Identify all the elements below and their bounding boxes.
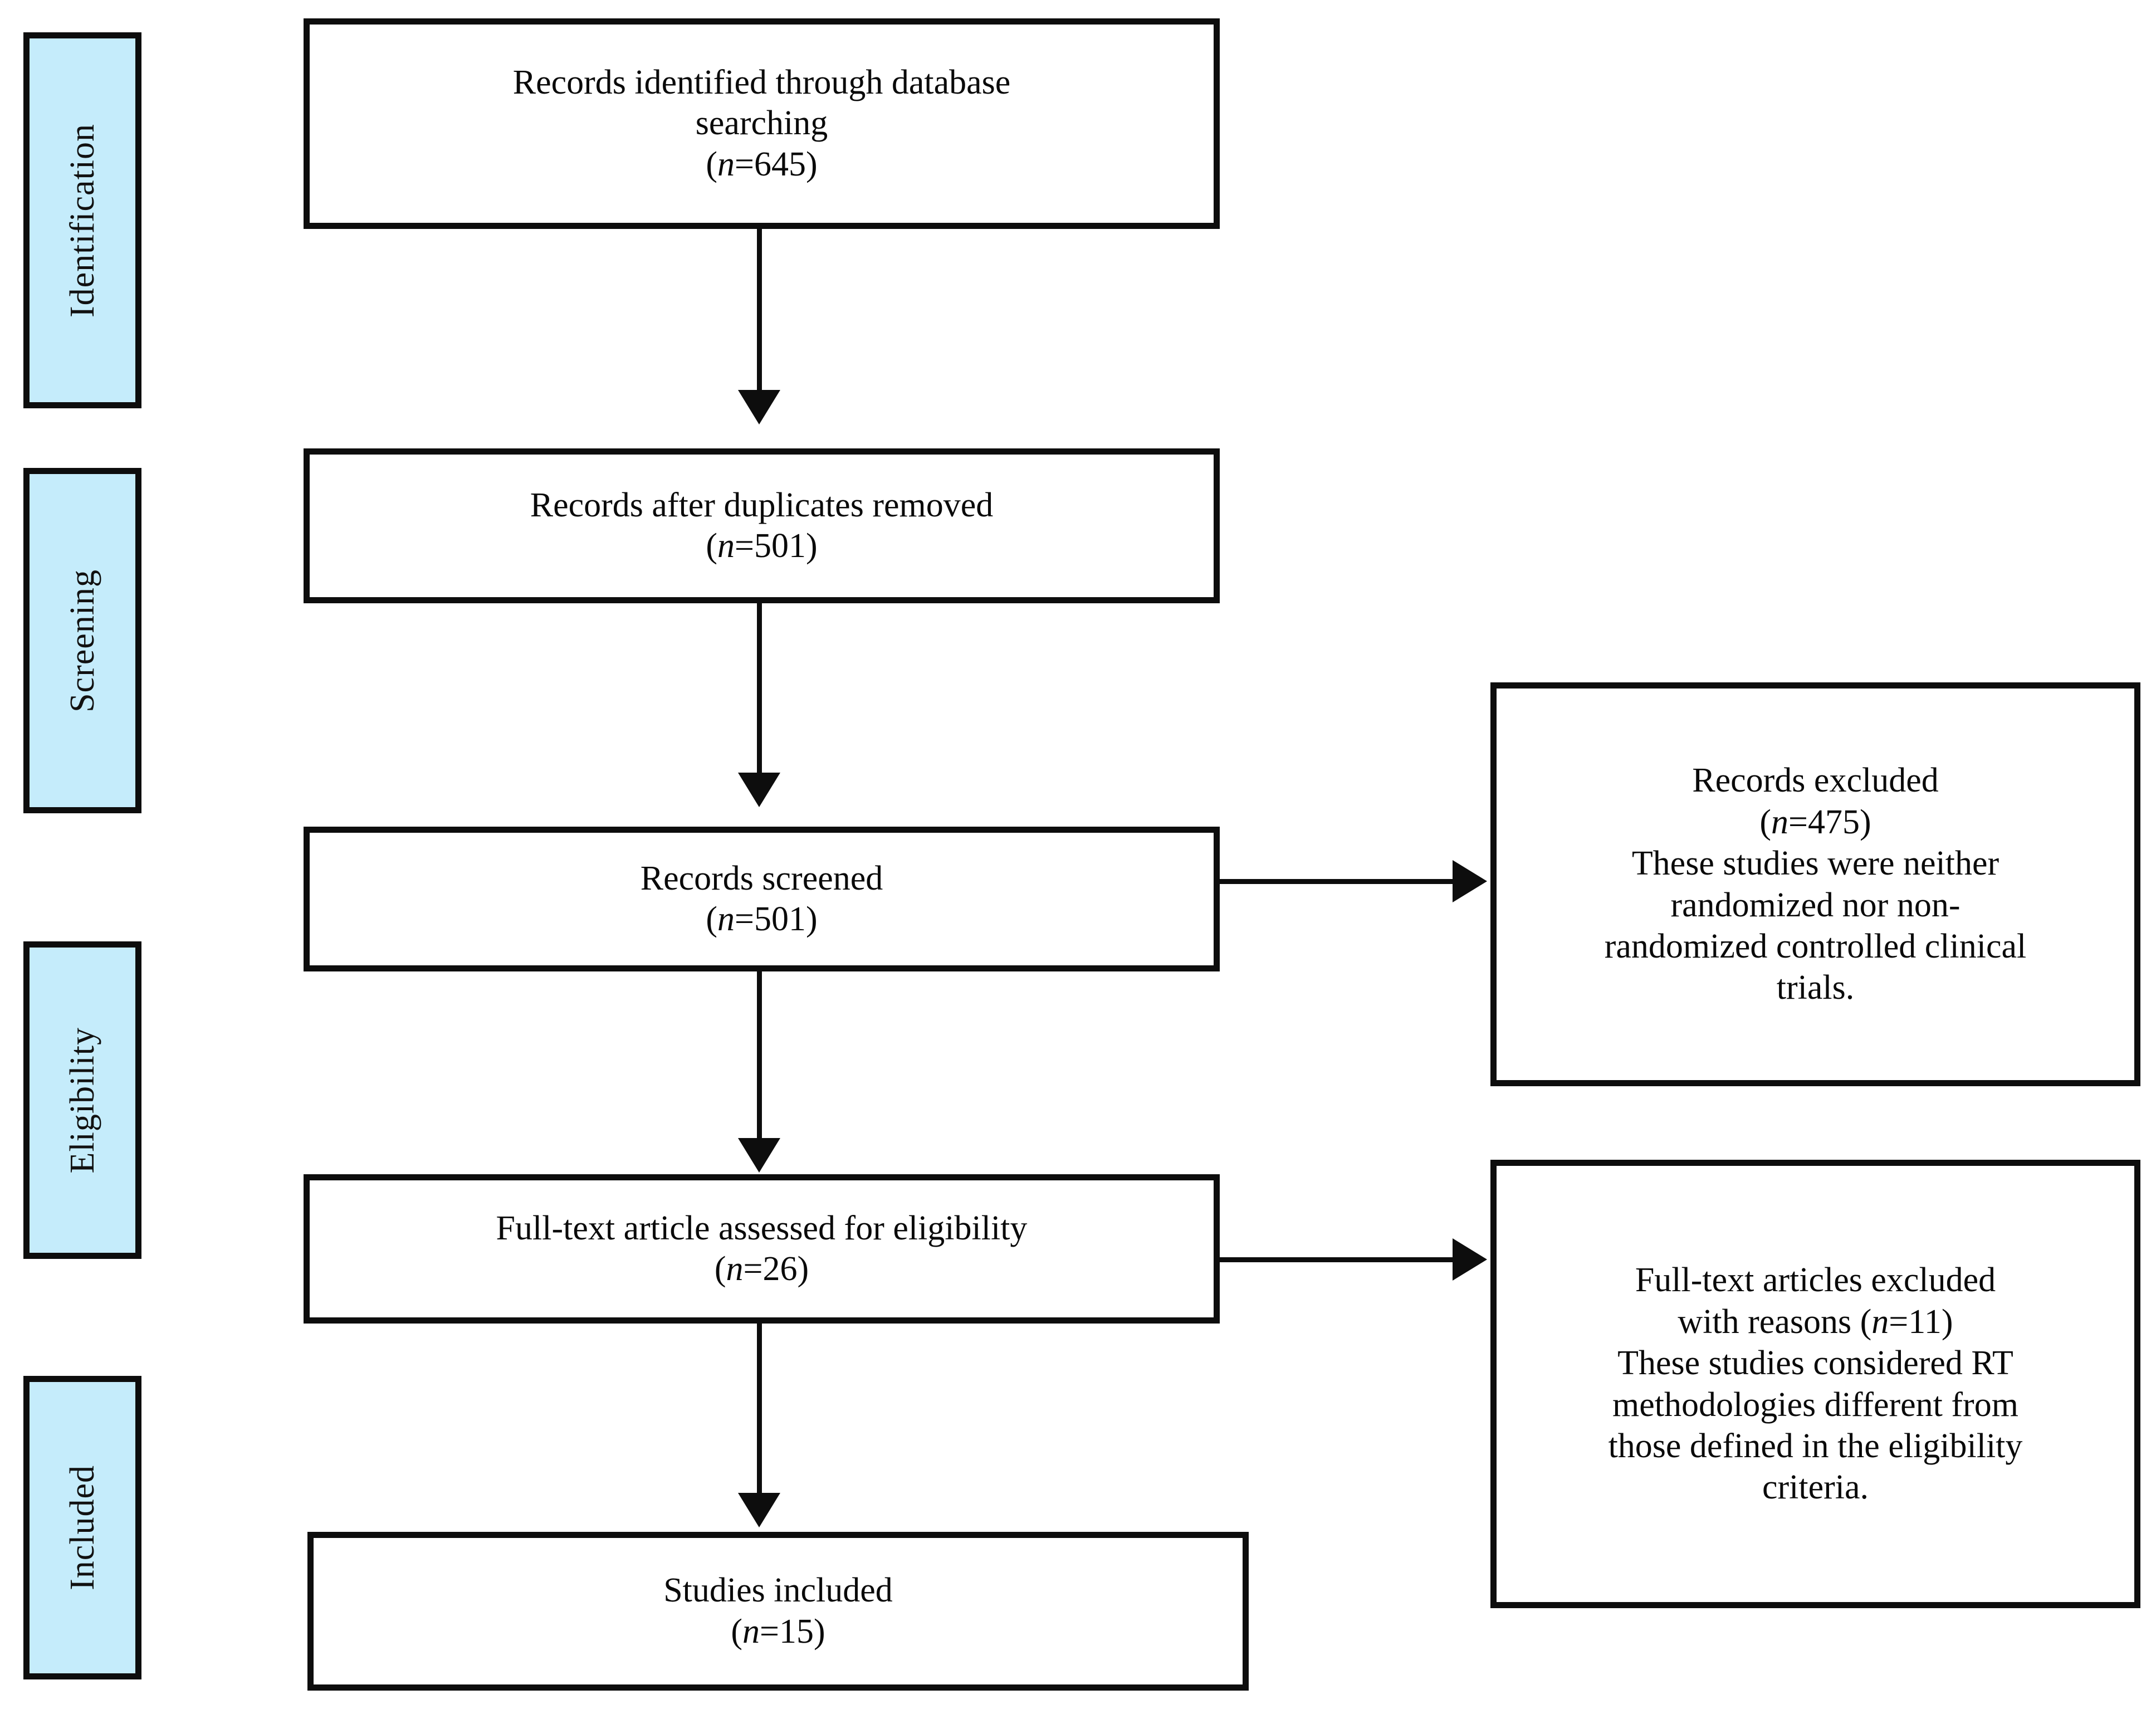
records-identified-count: (n=645)	[706, 145, 818, 183]
duplicates-removed-count: (n=501)	[706, 527, 818, 565]
records-excluded-line3: These studies were neither	[1631, 844, 1999, 883]
box-records-excluded: Records excluded (n=475) These studies w…	[1490, 682, 2140, 1086]
stage-label-eligibility-text: Eligibility	[63, 1027, 101, 1174]
duplicates-removed-line1: Records after duplicates removed	[530, 486, 994, 524]
connector-duplicates-to-screened	[757, 603, 762, 776]
records-screened-count: (n=501)	[706, 900, 818, 938]
stage-label-identification-text: Identification	[63, 123, 101, 318]
fulltext-excluded-line6: criteria.	[1762, 1468, 1869, 1507]
records-excluded-count: (n=475)	[1759, 803, 1871, 841]
box-studies-included: Studies included (n=15)	[307, 1532, 1249, 1691]
connector-fulltext-to-included	[757, 1324, 762, 1496]
box-duplicates-removed: Records after duplicates removed (n=501)	[304, 448, 1220, 603]
stage-label-identification: Identification	[23, 32, 141, 408]
fulltext-excluded-line5: those defined in the eligibility	[1608, 1427, 2023, 1465]
studies-included-line1: Studies included	[663, 1571, 893, 1610]
arrow-fulltext-to-excluded	[1453, 1238, 1487, 1281]
fulltext-excluded-line3: These studies considered RT	[1617, 1344, 2013, 1383]
stage-label-included: Included	[23, 1376, 141, 1679]
records-screened-line1: Records screened	[640, 859, 883, 897]
stage-label-screening: Screening	[23, 468, 141, 813]
connector-fulltext-to-excluded	[1220, 1257, 1454, 1262]
stage-label-included-text: Included	[63, 1465, 101, 1590]
box-records-screened-text: Records screened (n=501)	[626, 858, 898, 940]
box-fulltext-excluded: Full-text articles excluded with reasons…	[1490, 1160, 2140, 1608]
connector-screened-to-excluded	[1220, 879, 1454, 884]
box-records-excluded-text: Records excluded (n=475) These studies w…	[1588, 760, 2043, 1008]
arrow-identified-to-duplicates	[738, 390, 780, 424]
stage-label-screening-text: Screening	[63, 569, 101, 712]
fulltext-excluded-line2: with reasons (n=11)	[1678, 1302, 1953, 1341]
box-records-identified: Records identified through database sear…	[304, 18, 1220, 229]
records-identified-line1: Records identified through database	[512, 64, 1011, 102]
records-excluded-line5: randomized controlled clinical	[1604, 927, 2027, 965]
box-records-screened: Records screened (n=501)	[304, 827, 1220, 971]
box-fulltext-assessed: Full-text article assessed for eligibili…	[304, 1174, 1220, 1324]
arrow-fulltext-to-included	[738, 1493, 780, 1527]
records-excluded-line4: randomized nor non-	[1670, 886, 1961, 924]
studies-included-count: (n=15)	[731, 1612, 825, 1650]
fulltext-assessed-count: (n=26)	[714, 1250, 809, 1288]
fulltext-excluded-line1: Full-text articles excluded	[1635, 1261, 1996, 1300]
arrow-screened-to-excluded	[1453, 860, 1487, 902]
fulltext-excluded-line4: methodologies different from	[1612, 1385, 2018, 1424]
fulltext-assessed-line1: Full-text article assessed for eligibili…	[496, 1209, 1028, 1247]
records-excluded-line6: trials.	[1776, 969, 1855, 1007]
records-identified-line2: searching	[695, 104, 828, 143]
box-fulltext-assessed-text: Full-text article assessed for eligibili…	[482, 1208, 1042, 1290]
box-records-identified-text: Records identified through database sear…	[498, 62, 1025, 184]
connector-screened-to-fulltext	[757, 971, 762, 1141]
box-studies-included-text: Studies included (n=15)	[649, 1570, 907, 1652]
stage-label-eligibility: Eligibility	[23, 941, 141, 1259]
connector-identified-to-duplicates	[757, 229, 762, 393]
arrow-duplicates-to-screened	[738, 773, 780, 807]
box-fulltext-excluded-text: Full-text articles excluded with reasons…	[1592, 1259, 2040, 1508]
arrow-screened-to-fulltext	[738, 1138, 780, 1173]
records-excluded-line1: Records excluded	[1692, 761, 1939, 800]
box-duplicates-removed-text: Records after duplicates removed (n=501)	[516, 485, 1008, 567]
